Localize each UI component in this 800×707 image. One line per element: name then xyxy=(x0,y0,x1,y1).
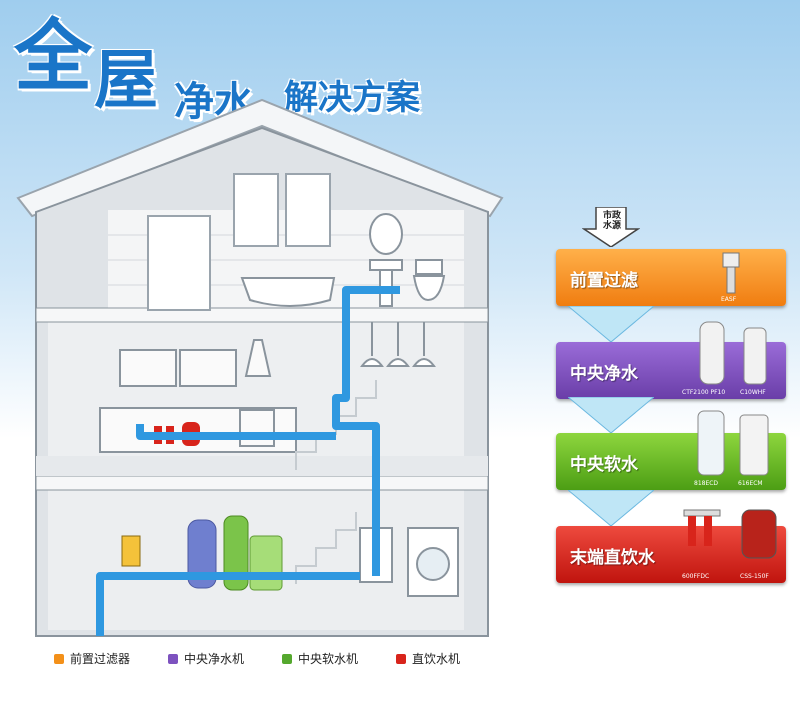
title-char-2: 屋 xyxy=(94,44,158,118)
down-arrow-icon xyxy=(568,490,654,526)
bathtub xyxy=(240,277,336,307)
central-purifier-unit xyxy=(187,519,217,589)
product-css150f-label: CSS-150F xyxy=(740,573,769,580)
prefilter-device xyxy=(121,535,141,567)
legend-swatch-purple xyxy=(168,654,178,664)
legend-label: 直饮水机 xyxy=(412,652,461,666)
product-ctf2100-label: CTF2100 PF10 xyxy=(682,389,726,396)
legend-item-prefilter: 前置过滤器 xyxy=(54,652,130,666)
legend-item-central-purifier: 中央净水机 xyxy=(168,652,244,666)
page-title: 全 屋 净水 解决方案 xyxy=(14,16,454,136)
step-drinking-water-label: 末端直饮水 xyxy=(570,548,655,568)
legend-item-drinking-water: 直饮水机 xyxy=(396,652,460,666)
step-prefilter: 前置过滤 EASF xyxy=(556,249,786,306)
pendant-lamps xyxy=(360,322,436,367)
water-pipes xyxy=(96,286,400,636)
softener-product-images xyxy=(697,410,769,476)
down-arrow-icon xyxy=(568,306,654,342)
washing-machine-door xyxy=(416,547,450,581)
drinking-product-images xyxy=(683,509,777,559)
toilet-tank xyxy=(415,259,443,275)
title-word-4: 解决方案 xyxy=(284,78,420,118)
step-central-softener-label: 中央软水 xyxy=(570,455,638,475)
step-drinking-water: 末端直饮水 600FFDC CSS-150F xyxy=(556,509,786,583)
mirror xyxy=(369,213,403,255)
legend-swatch-orange xyxy=(54,654,64,664)
legend: 前置过滤器 中央净水机 中央软水机 直饮水机 xyxy=(54,652,494,670)
product-600ffdc-label: 600FFDC xyxy=(682,573,710,580)
sink xyxy=(369,259,403,271)
product-818ecd-label: 818ECD xyxy=(694,480,719,487)
legend-swatch-red xyxy=(396,654,406,664)
legend-swatch-green xyxy=(282,654,292,664)
kitchen-floor xyxy=(36,456,488,476)
water-source-line1: 市政 xyxy=(602,211,621,221)
product-c10whf-label: C10WHF xyxy=(740,389,766,396)
product-easf-label: EASF xyxy=(721,296,737,303)
legend-label: 前置过滤器 xyxy=(70,652,131,666)
toilet-bowl xyxy=(412,275,446,302)
floor-1 xyxy=(35,475,489,491)
water-source-line2: 水源 xyxy=(602,221,621,231)
roof xyxy=(16,98,504,218)
legend-label: 中央软水机 xyxy=(298,652,359,666)
softener-tank xyxy=(223,515,249,591)
prefilter-product-image xyxy=(722,252,740,294)
brine-tank xyxy=(249,535,283,591)
title-char-1: 全 xyxy=(14,12,93,102)
water-source-label: 市政 水源 xyxy=(596,211,628,231)
step-central-purifier: 中央净水 CTF2100 PF10 C10WHF xyxy=(556,321,786,399)
step-prefilter-label: 前置过滤 xyxy=(570,271,638,291)
floor-2 xyxy=(35,307,489,323)
windows xyxy=(147,173,331,311)
step-central-softener: 中央软水 818ECD 616ECM xyxy=(556,410,786,490)
step-central-purifier-label: 中央净水 xyxy=(570,364,638,384)
legend-label: 中央净水机 xyxy=(184,652,245,666)
down-arrow-icon xyxy=(568,397,654,433)
water-source-arrow-icon xyxy=(582,207,640,247)
product-616ecm-label: 616ECM xyxy=(738,480,763,487)
purifier-product-images xyxy=(699,321,767,385)
legend-item-central-softener: 中央软水机 xyxy=(282,652,358,666)
